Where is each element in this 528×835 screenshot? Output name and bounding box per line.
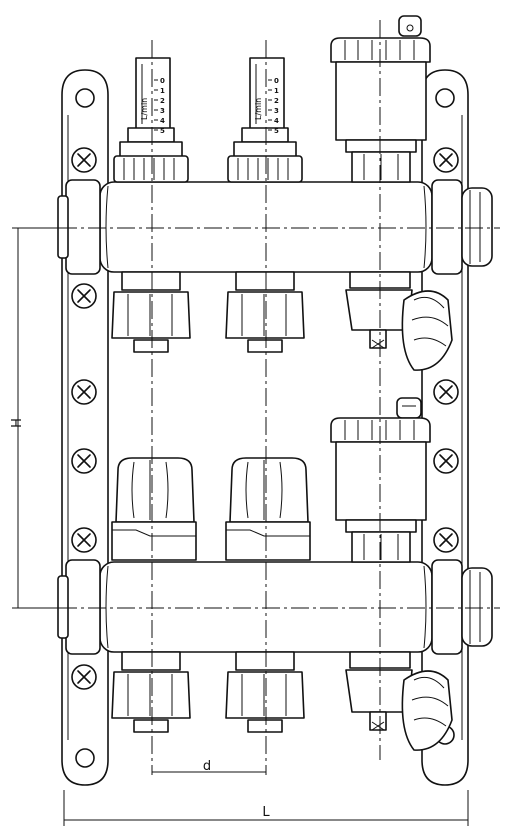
flowmeter-1-unit-label: L/min — [140, 98, 149, 120]
flowmeter-2 — [227, 57, 303, 183]
mounting-screw-icon — [71, 147, 459, 690]
flowmeter-1-scale-value: 1 — [160, 87, 165, 95]
flowmeter-2-scale-value: 5 — [274, 127, 279, 135]
bottom-outlet-fitting-2 — [225, 651, 305, 733]
flowmeter-1-scale-value: 0 — [160, 77, 165, 85]
flowmeter-1-scale: 0 1 2 3 4 5 — [154, 77, 165, 135]
flowmeter-2-scale: 0 1 2 3 4 5 — [268, 77, 279, 135]
flowmeter-1-scale-value: 5 — [160, 127, 165, 135]
flowmeter-1-scale-value: 4 — [160, 117, 165, 125]
flowmeter-2-scale-value: 0 — [274, 77, 279, 85]
bottom-drain-valve — [345, 651, 453, 751]
dimension-d-label: d — [203, 759, 211, 774]
top-air-vent — [330, 15, 431, 183]
flowmeter-1-scale-value: 3 — [160, 107, 165, 115]
valve-knob-2 — [225, 457, 311, 561]
top-manifold-bar — [57, 179, 493, 275]
flowmeter-1 — [113, 57, 189, 183]
dimension-h-label: H — [10, 418, 25, 428]
flowmeter-1-scale-value: 2 — [160, 97, 165, 105]
bottom-outlet-fitting-1 — [111, 651, 191, 733]
center-lines — [30, 20, 500, 775]
dimension-l-label: L — [262, 805, 270, 820]
flowmeter-2-scale-value: 1 — [274, 87, 279, 95]
top-outlet-fitting-2 — [225, 271, 305, 353]
dimension-l — [63, 790, 469, 826]
top-outlet-fitting-1 — [111, 271, 191, 353]
flowmeter-2-unit-label: L/min — [254, 98, 263, 120]
top-drain-valve — [345, 271, 453, 371]
flowmeter-2-scale-value: 4 — [274, 117, 279, 125]
bottom-manifold-bar — [57, 559, 493, 655]
flowmeter-2-scale-value: 3 — [274, 107, 279, 115]
flowmeter-2-scale-value: 2 — [274, 97, 279, 105]
valve-knob-1 — [111, 457, 197, 561]
dimension-h — [12, 227, 60, 609]
